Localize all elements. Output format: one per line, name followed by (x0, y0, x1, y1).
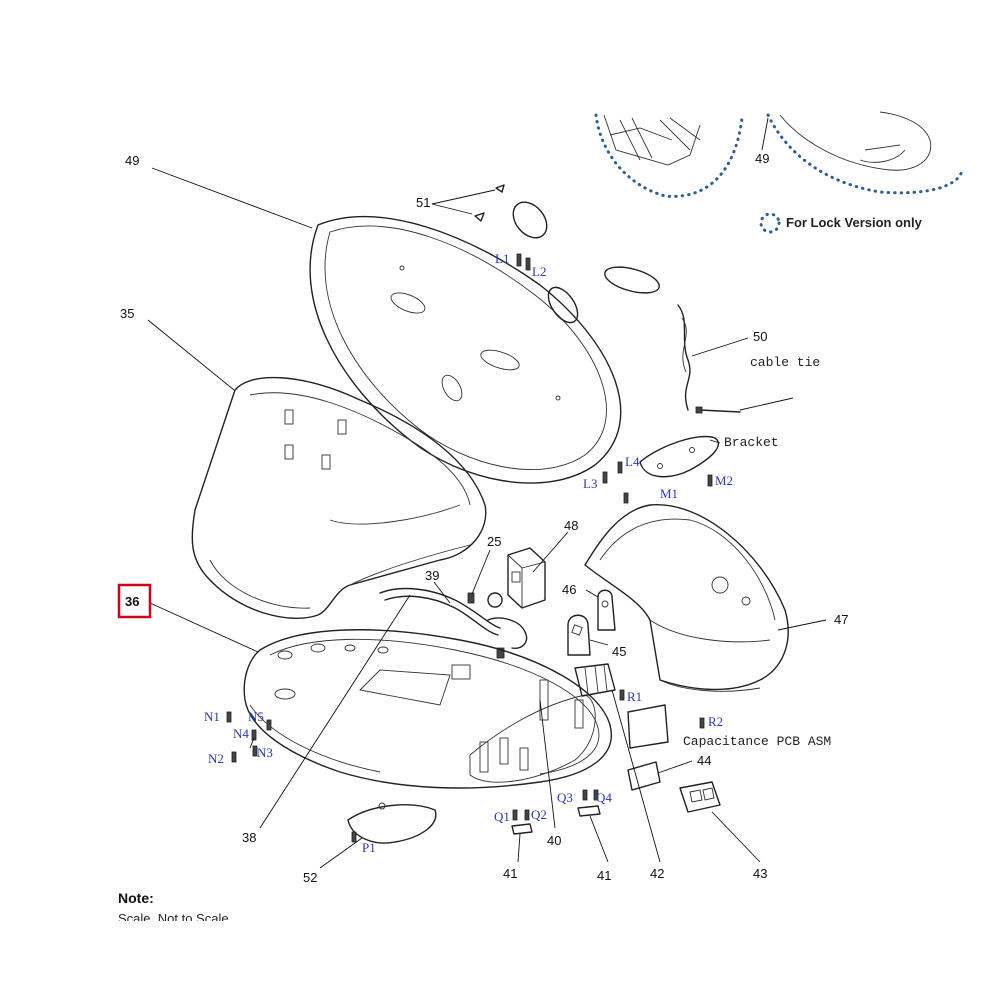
callout-45: 45 (612, 644, 626, 659)
tube-clamp (496, 647, 505, 659)
fastener-n3: N3 (257, 745, 273, 760)
fastener-l2: L2 (532, 264, 546, 279)
fastener-l4: L4 (625, 454, 640, 469)
part-52-plate (347, 804, 437, 844)
part-48-transformer (487, 547, 546, 609)
fastener-n2: N2 (208, 751, 224, 766)
fastener-q1: Q1 (494, 809, 510, 824)
label-capacitance-pcb: Capacitance PCB ASM (683, 734, 831, 749)
callout-40: 40 (547, 833, 561, 848)
fastener-q3: Q3 (557, 790, 573, 805)
callout-49-inset: 49 (755, 151, 769, 166)
screw-l3 (602, 471, 608, 484)
label-bracket: Bracket (724, 435, 779, 450)
fastener-r2: R2 (708, 714, 723, 729)
part-44 (627, 761, 661, 791)
part-40-pcb (469, 679, 596, 783)
screw-p1 (351, 831, 357, 843)
fastener-l1: L1 (495, 251, 509, 266)
fastener-m1: M1 (660, 486, 678, 501)
fastener-q2: Q2 (531, 807, 547, 822)
cable-tie (699, 409, 741, 413)
screw-m1 (623, 492, 629, 504)
terminal-block (574, 663, 616, 697)
callout-48: 48 (564, 518, 578, 533)
callout-41-left: 41 (503, 866, 517, 881)
bracket-plate (639, 435, 720, 478)
lock-version-inset (594, 111, 964, 198)
part-41a-clip (511, 823, 533, 835)
screw-l4 (617, 461, 623, 474)
tube-fitting (487, 617, 528, 649)
fastener-m2: M2 (715, 473, 733, 488)
callout-25: 25 (487, 534, 501, 549)
part-39-tube (379, 587, 501, 629)
screw-m2 (707, 474, 713, 487)
callout-numbers: 49 49 51 35 50 48 25 39 46 47 45 36 44 3… (120, 151, 848, 885)
note-heading: Note: (118, 890, 154, 906)
fastener-p1: P1 (362, 840, 376, 855)
fastener-n5: N5 (248, 709, 264, 724)
leader-lines (147, 167, 827, 869)
fastener-labels: L1 L2 L3 L4 M1 M2 N1 N5 N4 N2 N3 R1 R2 Q… (204, 251, 733, 855)
part-51-cap-a (495, 184, 505, 193)
callout-51: 51 (416, 195, 430, 210)
callout-49: 49 (125, 153, 139, 168)
callout-36-highlight (117, 583, 152, 619)
part-43-switch (679, 781, 721, 813)
fastener-n4: N4 (233, 726, 249, 741)
part-49-top-cover (309, 216, 622, 484)
fastener-q4: Q4 (596, 790, 612, 805)
callout-42: 42 (650, 866, 664, 881)
callout-38: 38 (242, 830, 256, 845)
callout-52: 52 (303, 870, 317, 885)
label-lock-legend: For Lock Version only (786, 215, 923, 230)
base-screws (226, 689, 705, 821)
lock-legend-marker (759, 212, 781, 234)
screws-l1-l2 (516, 253, 531, 271)
callout-50: 50 (753, 329, 767, 344)
button-cap-3 (604, 266, 660, 294)
part-45-clip (567, 614, 591, 656)
button-cap-1 (512, 201, 548, 239)
part-35-housing (191, 376, 487, 619)
callout-43: 43 (753, 866, 767, 881)
fastener-l3: L3 (583, 476, 597, 491)
part-41b-clip (577, 805, 601, 817)
part-46-bracket (597, 589, 616, 631)
label-cable-tie: cable tie (750, 355, 820, 370)
part-36-base (243, 629, 612, 789)
callout-47: 47 (834, 612, 848, 627)
fastener-n1: N1 (204, 709, 220, 724)
button-cap-2 (547, 286, 579, 324)
callout-35: 35 (120, 306, 134, 321)
part-50-cable (677, 304, 691, 411)
callout-39: 39 (425, 568, 439, 583)
callout-46: 46 (562, 582, 576, 597)
part-51-cap-b (474, 212, 485, 222)
callout-41-right: 41 (597, 868, 611, 883)
capacitance-pcb (627, 704, 669, 749)
callout-44: 44 (697, 753, 711, 768)
note-text: Scale, Not to Scale (118, 912, 229, 921)
fastener-r1: R1 (627, 689, 642, 704)
callout-36: 36 (125, 594, 139, 609)
part-47-housing (584, 504, 789, 692)
part-25-screw (467, 592, 475, 604)
